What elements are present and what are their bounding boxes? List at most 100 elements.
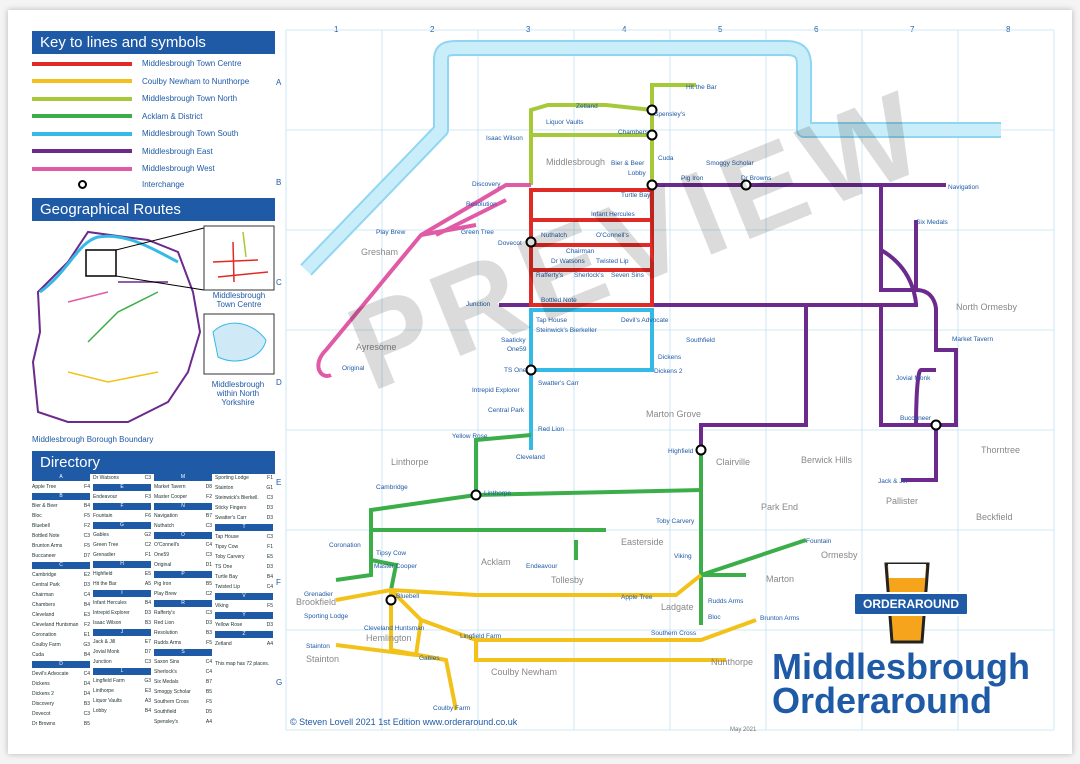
grid-col-label: 2 bbox=[430, 25, 435, 34]
interchange-marker bbox=[930, 419, 942, 431]
station-label: Endeavour bbox=[526, 563, 558, 570]
station-label: Dr Watsons bbox=[551, 258, 585, 265]
station-label: Coulby Farm bbox=[433, 705, 470, 712]
directory-letter: H bbox=[93, 561, 151, 568]
grid-row-label: A bbox=[276, 78, 282, 87]
key-line-1: Coulby Newham to Nunthorpe bbox=[32, 77, 249, 86]
station-label: Cleveland Huntsman bbox=[364, 625, 425, 632]
area-label: Gresham bbox=[361, 247, 398, 257]
area-label: Tollesby bbox=[551, 575, 584, 585]
directory-letter: J bbox=[93, 629, 151, 636]
station-label: Nuthatch bbox=[541, 232, 567, 239]
inset-town-centre-label: Middlesbrough Town Centre bbox=[212, 291, 266, 309]
station-label: Southern Cross bbox=[651, 630, 697, 637]
interchange-marker bbox=[695, 444, 707, 456]
station-label: Cuda bbox=[658, 155, 674, 162]
station-label: Yellow Rose bbox=[452, 433, 488, 440]
station-label: Smoggy Scholar bbox=[706, 160, 755, 167]
directory-letter: V bbox=[215, 593, 273, 600]
station-label: Steinwick's Bierkeller bbox=[536, 327, 598, 334]
station-label: Fountain bbox=[806, 538, 832, 545]
area-label: Marton bbox=[766, 574, 794, 584]
station-label: Dickens 2 bbox=[654, 368, 683, 375]
station-label: Resolution bbox=[466, 201, 497, 208]
station-label: Navigation bbox=[948, 184, 979, 191]
grid-row-label: E bbox=[276, 478, 281, 487]
key-line-5: Middlesbrough East bbox=[32, 147, 213, 156]
station-label: Highfield bbox=[668, 448, 694, 455]
station-label: Hit the Bar bbox=[686, 84, 718, 91]
interchange-marker bbox=[525, 236, 537, 248]
directory-letter: D bbox=[32, 661, 90, 668]
station-label: Dickens bbox=[658, 354, 682, 361]
directory-letter: N bbox=[154, 503, 212, 510]
station-label: Brunton Arms bbox=[760, 615, 800, 622]
station-label: Toby Carvery bbox=[656, 518, 695, 525]
station-label: Seven Sins bbox=[611, 272, 645, 279]
interchange-markers bbox=[385, 104, 942, 606]
station-label: Dovecot bbox=[498, 240, 522, 247]
grid-row-label: D bbox=[276, 378, 282, 387]
station-label: Viking bbox=[674, 553, 692, 560]
grid-col-label: 5 bbox=[718, 25, 723, 34]
directory-title: Directory bbox=[32, 451, 275, 474]
area-label: North Ormesby bbox=[956, 302, 1018, 312]
boundary-label: Middlesbrough Borough Boundary bbox=[32, 435, 154, 444]
key-line-4: Middlesbrough Town South bbox=[32, 129, 238, 138]
directory-letter: O bbox=[154, 532, 212, 539]
geo-title: Geographical Routes bbox=[32, 198, 275, 221]
publication-date: May 2021 bbox=[730, 727, 757, 733]
area-label: Berwick Hills bbox=[801, 455, 853, 465]
station-label: Apple Tree bbox=[621, 594, 653, 601]
station-label: Jovial Monk bbox=[896, 375, 931, 382]
area-label: Nunthorpe bbox=[711, 657, 753, 667]
directory-letter: P bbox=[154, 571, 212, 578]
station-label: Grenadier bbox=[304, 591, 334, 598]
area-label: Ladgate bbox=[661, 602, 694, 612]
area-label: Linthorpe bbox=[391, 457, 429, 467]
grid-row-label: G bbox=[276, 678, 282, 687]
area-label: Coulby Newham bbox=[491, 667, 557, 677]
interchange-marker bbox=[740, 179, 752, 191]
station-label: Intrepid Explorer bbox=[472, 387, 521, 394]
